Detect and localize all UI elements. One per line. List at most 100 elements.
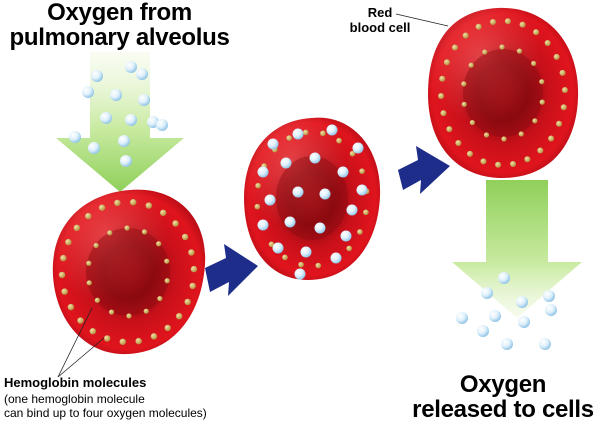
hemoglobin-dot <box>499 44 505 50</box>
hemoglobin-dot <box>255 182 261 189</box>
blue-right-arrow-2 <box>398 146 450 194</box>
hemoglobin-dots <box>58 18 568 345</box>
hemoglobin-dot <box>559 69 566 76</box>
hemoglobin-dot <box>130 199 137 206</box>
oxygen-bubble <box>88 142 100 154</box>
hemoglobin-dot <box>560 104 567 111</box>
hemoglobin-dot <box>93 242 99 249</box>
hemoglobin-dot <box>537 147 544 154</box>
hemoglobin-dot <box>461 101 467 107</box>
hemoglobin-dot <box>469 119 475 126</box>
red-blood-cell-label: Red blood cell <box>340 5 420 36</box>
oxygen-bubble <box>284 216 296 228</box>
hemoglobin-dot <box>94 297 100 303</box>
hemoglobin-dot <box>268 241 275 248</box>
hemoglobin-title: Hemoglobin molecules <box>4 375 147 390</box>
hemoglobin-dot <box>86 260 92 266</box>
hemoglobin-dot <box>455 139 462 146</box>
hemoglobin-dot <box>346 245 352 252</box>
hemoglobin-dot <box>107 230 113 236</box>
hemoglobin-dot <box>156 241 162 247</box>
hemoglobin-dot <box>315 262 322 269</box>
oxygen-bubble <box>110 89 122 101</box>
hemoglobin-dot <box>475 23 482 30</box>
hemoglobin-dot <box>145 202 153 209</box>
oxygen-bubble <box>125 61 137 73</box>
hemoglobin-dot <box>363 209 369 216</box>
title-bottom-line2: released to cells <box>412 396 594 424</box>
oxygen-bubble <box>456 312 468 324</box>
hemoglobin-dot <box>98 204 106 211</box>
hemoglobin-dot <box>357 229 363 235</box>
oxygen-bubble <box>501 338 513 350</box>
hemoglobin-dot <box>67 303 75 311</box>
hemoglobin-dot <box>443 59 450 66</box>
oxygen-bubble <box>352 142 364 154</box>
oxygen-bubble <box>156 119 168 131</box>
oxygen-bubble <box>118 135 130 147</box>
hemoglobin-dot <box>451 44 458 51</box>
hemoglobin-dot <box>539 79 545 85</box>
hemoglobin-description: (one hemoglobin molecule can bind up to … <box>4 392 207 421</box>
hemoglobin-dot <box>61 288 68 295</box>
hemoglobin-dot <box>86 280 92 286</box>
oxygen-bubble <box>300 246 312 258</box>
hemoglobin-dot <box>286 135 292 141</box>
oxygen-bubble <box>319 188 331 200</box>
oxygen-bubble <box>138 94 150 106</box>
oxygen-bubble <box>518 316 530 328</box>
hemoglobin-dot <box>124 225 130 231</box>
oxygen-bubble <box>82 86 94 98</box>
oxygen-bubble <box>125 114 137 126</box>
title-top-line1: Oxygen from <box>47 0 192 26</box>
hemoglobin-dot <box>135 337 142 345</box>
green-down-arrow-bottom <box>452 180 582 318</box>
oxygen-bubble <box>272 242 284 254</box>
hemoglobin-dot <box>553 53 560 60</box>
oxygen-bubble <box>136 68 148 80</box>
oxygen-bubble <box>91 70 103 82</box>
oxygen-bubble <box>516 296 528 308</box>
hemoglobin-dot <box>58 271 66 279</box>
oxygen-bubble <box>346 204 358 216</box>
hemoglobin-dot <box>544 40 551 47</box>
hemoglobin-dot <box>108 309 115 315</box>
hemoglobin-dot <box>143 308 149 314</box>
oxygen-bubble <box>294 268 306 280</box>
hemoglobin-dot <box>495 161 502 168</box>
oxygen-bubble <box>330 252 342 264</box>
hemoglobin-dot <box>483 132 490 138</box>
hemoglobin-dot <box>510 161 517 168</box>
hemoglobin-dot <box>172 220 179 227</box>
hemoglobin-dot <box>462 32 469 39</box>
hemoglobin-dot <box>359 168 365 174</box>
hemoglobin-dot <box>65 238 72 246</box>
hemoglobin-dot <box>438 92 445 99</box>
oxygen-bubble <box>481 287 493 299</box>
oxygen-bubble <box>264 194 276 206</box>
hemoglobin-dot <box>501 136 507 142</box>
title-top-line2: pulmonary alveolus <box>9 24 230 52</box>
oxygen-bubble <box>120 155 132 167</box>
leader-lines <box>57 13 449 378</box>
red-blood-cell-2 <box>244 117 381 280</box>
hemoglobin-dot <box>159 209 167 216</box>
hemoglobin-dot <box>524 156 531 163</box>
hemoglobin-dot <box>548 135 555 142</box>
oxygen-bubbles <box>69 61 557 350</box>
hemoglobin-dot <box>60 254 67 262</box>
oxygen-bubble <box>498 272 510 284</box>
hemoglobin-dot <box>184 298 191 306</box>
hemoglobin-dot <box>157 295 163 302</box>
hemoglobin-dot <box>150 333 158 340</box>
hemoglobin-dot <box>89 328 97 335</box>
hemoglobin-dot <box>77 317 84 324</box>
oxygen-bubble <box>257 219 269 231</box>
hemoglobin-dot <box>73 224 81 232</box>
hemoglobin-dot <box>141 229 148 235</box>
hemoglobin-dot <box>164 258 170 264</box>
oxygen-bubble <box>267 138 279 150</box>
hemoglobin-desc-line2: can bind up to four oxygen molecules) <box>4 405 207 420</box>
red-blood-cell-3 <box>428 7 579 178</box>
